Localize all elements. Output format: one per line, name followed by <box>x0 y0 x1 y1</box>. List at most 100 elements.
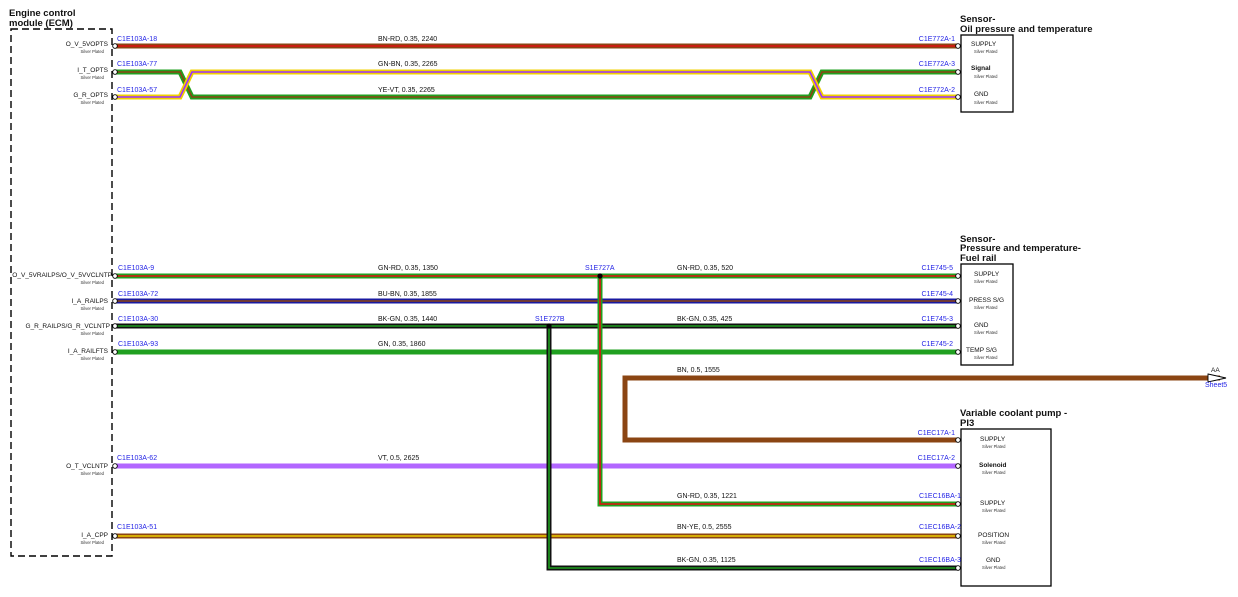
connector-code: C1E103A-72 <box>118 291 158 298</box>
plating-label: Silver Plated <box>80 100 104 105</box>
component-pin-label: POSITION <box>978 532 1009 539</box>
connector-code: C1E103A-30 <box>118 316 158 323</box>
wire-spec: BK-GN, 0.35, 1125 <box>677 557 736 564</box>
component-pin-label: GND <box>986 557 1001 564</box>
wire-spec: GN-RD, 0.35, 1350 <box>378 265 438 272</box>
connector-code: C1E103A-93 <box>118 341 158 348</box>
wire-w10 <box>597 276 958 507</box>
wire-spec: GN-RD, 0.35, 1221 <box>677 493 737 500</box>
plating-label: Silver Plated <box>80 49 104 54</box>
plating-label: Silver Plated <box>974 100 998 105</box>
component-box <box>960 428 1052 587</box>
connector-code: C1E745-3 <box>921 316 953 323</box>
ecm-pin-label: I_A_RAILPS <box>72 298 109 305</box>
component-oil-sensor: Sensor- Oil pressure and temperature SUP… <box>960 14 1093 113</box>
component-pin-label: Signal <box>971 65 991 72</box>
component-pin-label: SUPPLY <box>974 271 1000 278</box>
pin-terminal <box>112 94 118 100</box>
pin-terminal <box>955 437 961 443</box>
plating-label: Silver Plated <box>974 330 998 335</box>
wire-spec: BK-GN, 0.35, 425 <box>677 316 732 323</box>
offpage-connector[interactable]: AA Sheet5 <box>1205 367 1227 389</box>
component-title-line: Oil pressure and temperature <box>960 24 1093 35</box>
component-pin-label: Solenoid <box>979 462 1006 469</box>
wire-layer <box>115 43 1220 571</box>
pin-terminal <box>112 323 118 329</box>
component-title-line: Sensor- <box>960 234 995 245</box>
pin-terminal <box>112 349 118 355</box>
pin-terminal <box>112 43 118 49</box>
plating-label: Silver Plated <box>974 74 998 79</box>
wire-spec: BN-YE, 0.5, 2555 <box>677 524 732 531</box>
component-box <box>960 263 1014 366</box>
component-title-line: Sensor- <box>960 14 995 25</box>
plating-label: Silver Plated <box>982 470 1006 475</box>
wire-w2 <box>115 69 958 100</box>
ecm-module: Engine control module (ECM) <box>9 8 113 557</box>
splice-dot-a <box>597 273 603 279</box>
wire-spec: BU-BN, 0.35, 1855 <box>378 291 437 298</box>
ecm-title-line2: module (ECM) <box>9 18 73 29</box>
wire-stripe-w10 <box>599 276 958 505</box>
ecm-pins: O_V_5VOPTS Silver Plated I_T_OPTS Silver… <box>12 41 112 545</box>
pin-terminal <box>955 94 961 100</box>
component-title-line: PI3 <box>960 418 974 429</box>
connector-code: C1E745-5 <box>921 265 953 272</box>
pin-terminal <box>112 69 118 75</box>
component-pin-label: SUPPLY <box>971 41 997 48</box>
plating-label: Silver Plated <box>974 305 998 310</box>
connector-code: C1E772A-2 <box>919 87 955 94</box>
component-pin-label: GND <box>974 91 989 98</box>
wire-stripe-w12 <box>548 326 958 569</box>
plating-label: Silver Plated <box>982 540 1006 545</box>
plating-label: Silver Plated <box>80 356 104 361</box>
connector-code: C1E772A-1 <box>919 36 955 43</box>
component-pin-label: GND <box>974 322 989 329</box>
wire-spec: VT, 0.5, 2625 <box>378 455 419 462</box>
pin-terminal <box>112 533 118 539</box>
component-coolant-pump: Variable coolant pump - PI3 SUPPLY Silve… <box>960 408 1067 587</box>
pin-terminal <box>955 323 961 329</box>
plating-label: Silver Plated <box>80 331 104 336</box>
splice-label: S1E727A <box>585 265 615 272</box>
pin-terminal <box>112 298 118 304</box>
ecm-pin-label: O_T_VCLNTP <box>66 463 108 470</box>
pin-terminal <box>955 349 961 355</box>
pin-terminal <box>955 501 961 507</box>
plating-label: Silver Plated <box>982 444 1006 449</box>
plating-label: Silver Plated <box>80 540 104 545</box>
connector-code: C1EC16BA-1 <box>919 493 961 500</box>
component-title-line: Fuel rail <box>960 253 996 264</box>
offpage-sheet-link[interactable]: Sheet5 <box>1205 382 1227 389</box>
splice-dot-b <box>546 323 552 329</box>
wire-w8 <box>622 375 1220 443</box>
connector-codes: C1E103A-18 C1E772A-1 C1E103A-77 C1E772A-… <box>117 36 961 564</box>
connector-code: C1E103A-51 <box>117 524 157 531</box>
pin-terminal <box>955 298 961 304</box>
component-pin-label: SUPPLY <box>980 436 1006 443</box>
connector-code: C1EC16BA-3 <box>919 557 961 564</box>
wire-spec: GN, 0.35, 1860 <box>378 341 426 348</box>
ecm-pin-label: I_A_RAILFTS <box>68 348 109 355</box>
wire-w12 <box>546 326 958 571</box>
plating-label: Silver Plated <box>974 355 998 360</box>
wire-w3 <box>115 69 958 100</box>
offpage-arrow-icon[interactable] <box>1207 373 1227 383</box>
pin-terminal <box>955 463 961 469</box>
ecm-pin-label: G_R_OPTS <box>73 92 108 99</box>
ecm-pin-label: O_V_5VRAILPS/O_V_5VVCLNTP <box>12 272 112 279</box>
wire-spec: GN-RD, 0.35, 520 <box>677 265 733 272</box>
component-title-line: Pressure and temperature- <box>960 243 1081 254</box>
connector-code: C1E103A-57 <box>117 87 157 94</box>
connector-code: C1E745-4 <box>921 291 953 298</box>
pin-terminal <box>955 69 961 75</box>
wire-stripe-w2 <box>115 71 958 98</box>
wire-spec: GN-BN, 0.35, 2265 <box>378 61 438 68</box>
pin-dot-layer <box>112 43 961 571</box>
ecm-pin-label: I_T_OPTS <box>77 67 108 74</box>
connector-code: C1E103A-18 <box>117 36 157 43</box>
connector-code: C1E772A-3 <box>919 61 955 68</box>
pin-terminal <box>955 273 961 279</box>
ecm-pin-label: I_A_CPP <box>81 532 108 539</box>
